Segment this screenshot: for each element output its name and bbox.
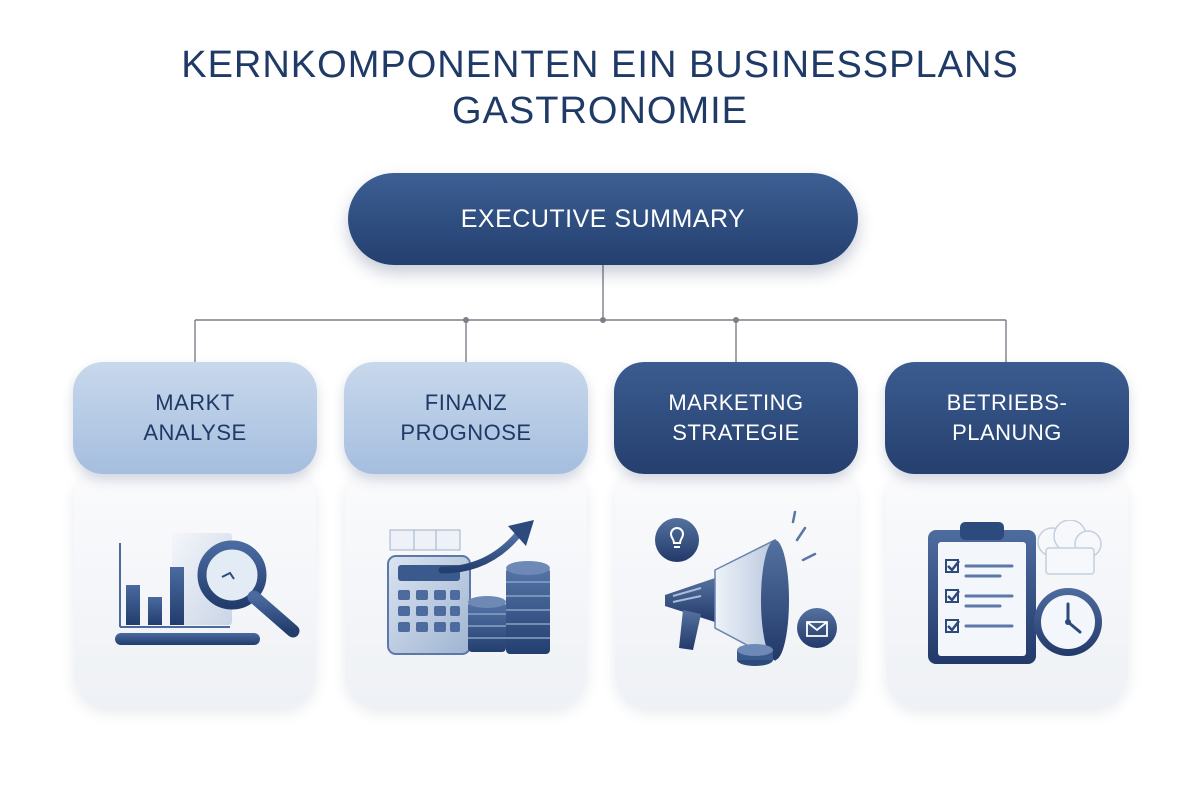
component-label-line2: PLANUNG — [952, 420, 1062, 445]
component-marketing-strategie: MARKETING STRATEGIE — [614, 362, 858, 474]
clipboard-clock-icon — [928, 520, 1102, 664]
component-label-line2: STRATEGIE — [672, 420, 800, 445]
title-line-2: GASTRONOMIE — [451, 90, 749, 132]
market-analysis-icon — [115, 533, 300, 645]
diagram-title: KERNKOMPONENTEN EIN BUSINESSPLANS GASTRO… — [0, 42, 1200, 134]
component-label-line2: ANALYSE — [143, 420, 247, 445]
component-label-line1: MARKT — [155, 390, 235, 415]
component-label-line1: FINANZ — [424, 390, 508, 415]
component-markt-analyse: MARKT ANALYSE — [73, 362, 317, 474]
executive-summary-label: EXECUTIVE SUMMARY — [460, 204, 746, 233]
component-finanz-prognose: FINANZ PROGNOSE — [344, 362, 588, 474]
executive-summary-node: EXECUTIVE SUMMARY — [348, 173, 858, 265]
component-label-line1: BETRIEBS- — [946, 390, 1068, 415]
finance-forecast-icon — [387, 520, 550, 655]
megaphone-icon — [655, 510, 837, 666]
component-label-line2: PROGNOSE — [400, 420, 532, 445]
junction-dot — [733, 317, 739, 323]
junction-dot — [463, 317, 469, 323]
junction-dot — [600, 317, 606, 323]
title-line-1: KERNKOMPONENTEN EIN BUSINESSPLANS — [181, 44, 1019, 86]
component-betriebsplanung: BETRIEBS- PLANUNG — [885, 362, 1129, 474]
component-label-line1: MARKETING — [668, 390, 804, 415]
